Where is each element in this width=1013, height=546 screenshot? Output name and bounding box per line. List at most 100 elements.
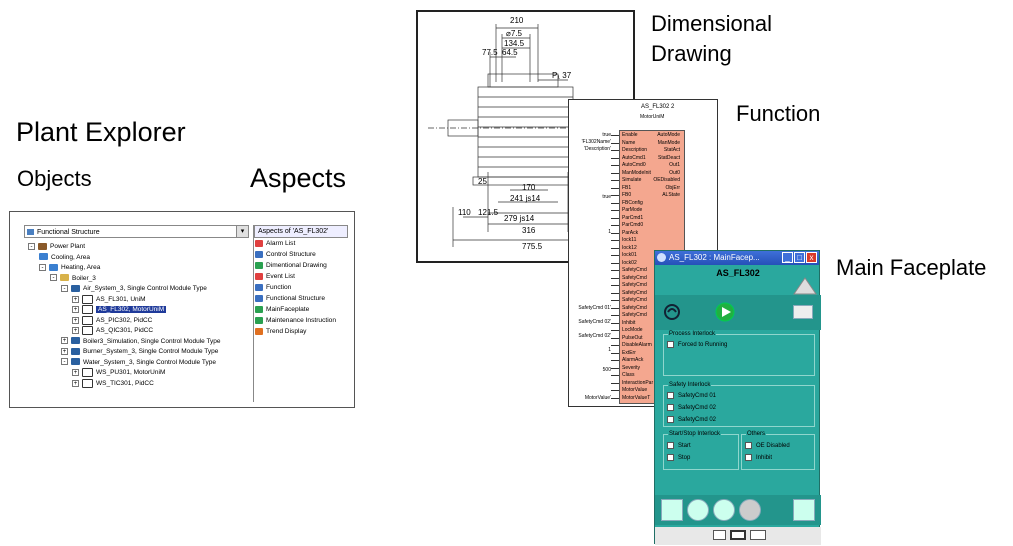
safety-cmd-02-checkbox[interactable]: SafetyCmd 02	[667, 404, 716, 412]
tree-item-label: Boiler3_Simulation, Single Control Modul…	[83, 337, 221, 345]
tree-item-label: Burner_System_3, Single Control Module T…	[83, 348, 219, 355]
expand-icon[interactable]: +	[72, 295, 79, 303]
function-input-pin: SafetyCmd	[622, 297, 647, 303]
aspect-label: Alarm List	[266, 240, 296, 247]
pin-line	[611, 307, 619, 309]
pin-line	[611, 390, 619, 391]
pin-line	[611, 202, 619, 204]
function-input-pin: ParAck	[622, 229, 639, 236]
tree-item[interactable]: +AS_PIC302, PidCC	[28, 315, 252, 327]
safety-cmd-02b-checkbox[interactable]: SafetyCmd 02	[667, 416, 716, 424]
aspect-item[interactable]: Functional Structure	[254, 293, 348, 304]
function-input-pin: MotorValue	[622, 387, 648, 393]
expand-icon[interactable]: +	[72, 369, 79, 376]
expand-icon[interactable]: +	[72, 306, 79, 313]
checkbox-box	[667, 392, 674, 399]
pin-line	[611, 187, 619, 189]
enter-button[interactable]	[793, 499, 815, 521]
function-input-pin: DisableAlarm	[622, 342, 652, 348]
start-button[interactable]	[739, 499, 761, 521]
forced-running-checkbox[interactable]: Forced to Running	[667, 341, 727, 349]
play-icon[interactable]	[715, 302, 735, 322]
dim-1345: 134.5	[504, 39, 525, 48]
aspect-item[interactable]: Function	[254, 282, 348, 293]
tree-item[interactable]: +AS_FL301, UniM	[28, 294, 252, 306]
expand-icon[interactable]: +	[61, 347, 68, 355]
aspect-item[interactable]: Dimentional Drawing	[254, 260, 348, 271]
pin-line	[611, 352, 619, 354]
expand-icon[interactable]: +	[72, 316, 79, 324]
pin-line	[611, 255, 619, 256]
tree-item[interactable]: + Boiler3_Simulation, Single Control Modu…	[28, 337, 252, 348]
expand-icon[interactable]: +	[61, 337, 68, 345]
module-icon	[71, 358, 80, 366]
view-large-button[interactable]	[750, 530, 766, 540]
function-input-pin: FB1	[622, 184, 632, 191]
function-input-pin: ManModeInit	[622, 169, 651, 176]
aspect-item[interactable]: Control Structure	[254, 249, 348, 260]
tree-item[interactable]: +WS_PU301, MotorUniM	[28, 368, 252, 379]
collapse-icon[interactable]: -	[50, 274, 57, 282]
module-icon	[71, 347, 80, 355]
dim-210: 210	[510, 16, 524, 25]
function-input-pin: LocMode	[622, 327, 643, 333]
expand-icon[interactable]: +	[72, 379, 79, 387]
view-small-button[interactable]	[713, 530, 726, 540]
oe-disabled-checkbox[interactable]: OE Disabled	[745, 442, 790, 450]
main-faceplate-label: Main Faceplate	[836, 255, 987, 280]
function-output-pin: AutoMode	[657, 132, 680, 138]
notes-button[interactable]	[793, 305, 813, 319]
tree-item[interactable]: Cooling, Area	[28, 253, 252, 264]
tree-item[interactable]: -Air_System_3, Single Control Module Typ…	[28, 284, 252, 295]
checkbox-box	[667, 416, 674, 423]
auto-button[interactable]	[687, 499, 709, 521]
tree-item[interactable]: +WS_TIC301, PidCC	[28, 378, 252, 390]
aspect-item[interactable]: Alarm List	[254, 238, 348, 249]
pid-icon	[82, 315, 93, 325]
tree-item[interactable]: +AS_QIC301, PidCC	[28, 326, 252, 337]
view-medium-button[interactable]	[730, 530, 746, 540]
minimize-button[interactable]: _	[782, 252, 793, 263]
collapse-icon[interactable]: -	[39, 263, 46, 271]
aspect-item[interactable]: Maintenance Instruction	[254, 315, 348, 326]
collapse-icon[interactable]: -	[28, 242, 35, 250]
tree-item[interactable]: -Boiler_3	[28, 274, 252, 285]
function-label: Function	[736, 101, 821, 126]
stop-checkbox[interactable]: Stop	[667, 454, 690, 462]
safety-cmd-01-checkbox[interactable]: SafetyCmd 01	[667, 392, 716, 400]
tree-item[interactable]: - Heating, Area	[28, 263, 252, 274]
collapse-icon[interactable]: -	[61, 284, 68, 292]
others-group: Others OE Disabled Inhibit	[741, 431, 815, 470]
structure-selector[interactable]: Functional Structure ▾	[24, 225, 249, 238]
tree-item[interactable]: -Water_System_3, Single Control Module T…	[28, 358, 252, 369]
function-input-pin: MotorValueT	[622, 394, 651, 401]
others-title: Others	[746, 431, 767, 437]
tree-item-label: Heating, Area	[61, 264, 101, 271]
chevron-down-icon[interactable]: ▾	[236, 226, 248, 237]
maximize-button[interactable]: □	[794, 252, 805, 263]
triangle-up-icon[interactable]	[793, 277, 817, 295]
start-stop-title: Start/Stop Interlock	[668, 431, 722, 437]
expand-icon[interactable]: +	[72, 327, 79, 334]
stop-button[interactable]	[713, 499, 735, 521]
aspect-item[interactable]: Event List	[254, 271, 348, 282]
pin-line	[611, 142, 619, 144]
close-button[interactable]: x	[806, 252, 817, 263]
aspect-item[interactable]: MainFaceplate	[254, 304, 348, 315]
motor-status-icon[interactable]	[663, 303, 681, 321]
pin-line	[611, 232, 619, 234]
start-checkbox[interactable]: Start	[667, 442, 691, 450]
aspect-item[interactable]: Trend Display	[254, 326, 348, 337]
checkbox-label: Start	[678, 443, 691, 449]
checkbox-label: SafetyCmd 02	[678, 405, 717, 411]
tree-item[interactable]: -Power Plant	[28, 242, 252, 253]
safety-interlock-group: Safety Interlock SafetyCmd 01 SafetyCmd …	[663, 382, 815, 427]
tree-item[interactable]: + Burner_System_3, Single Control Module …	[28, 347, 252, 358]
collapse-icon[interactable]: -	[61, 358, 68, 366]
tree-item[interactable]: +AS_FL302, MotorUniM	[28, 305, 252, 316]
start-stop-group: Start/Stop Interlock Start Stop	[663, 431, 739, 470]
inhibit-checkbox[interactable]: Inhibit	[745, 454, 772, 462]
function-input-value: 1	[608, 346, 611, 353]
hand-button[interactable]	[661, 499, 683, 521]
function-input-pin: SafetyCmd	[622, 267, 647, 273]
